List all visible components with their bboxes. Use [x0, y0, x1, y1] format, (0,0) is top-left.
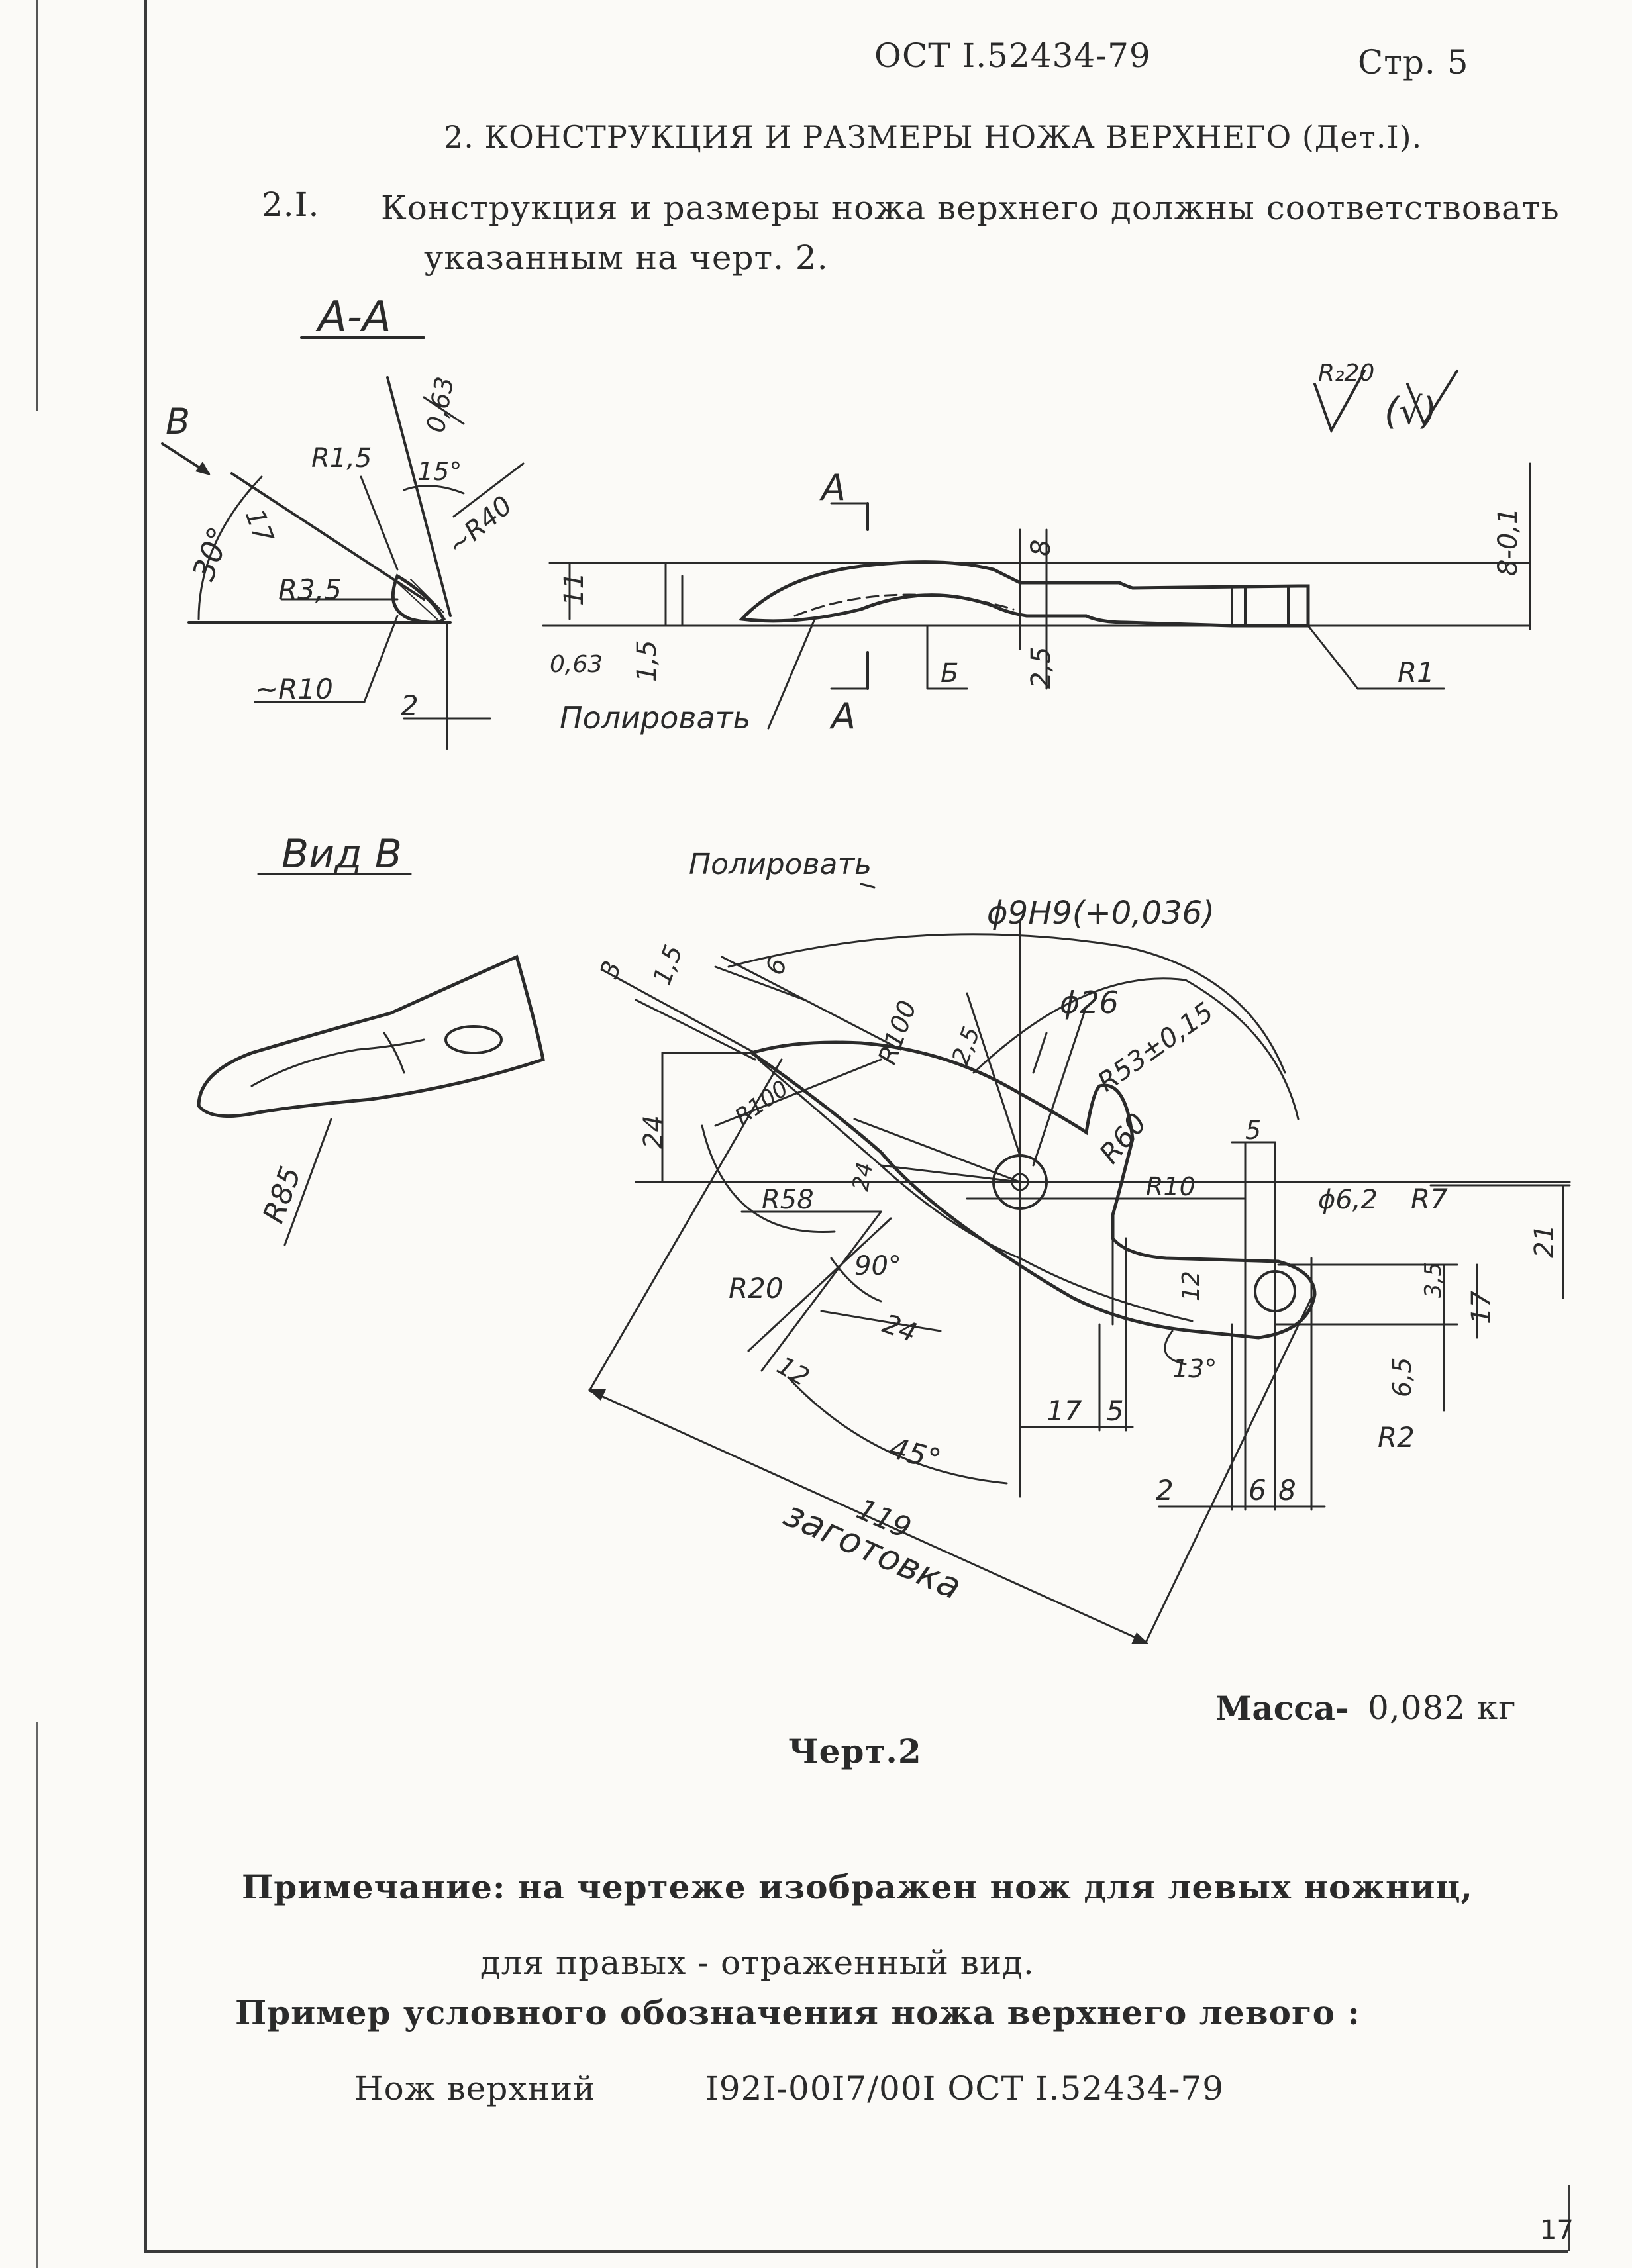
angle-arc-15 [403, 485, 465, 495]
r100-arc [727, 933, 1286, 1074]
dim-5-bottom: 5 [1106, 1395, 1124, 1427]
page-frame-right [1568, 2185, 1570, 2251]
dim-bore-9h9: ϕ9H9(+0,036) [987, 895, 1215, 932]
datum-b-label: Б [941, 658, 958, 689]
dim-17-bottom: 17 [1046, 1395, 1082, 1427]
dim-45-deg: 45° [886, 1431, 944, 1477]
dim-r60: R60 [1093, 1107, 1153, 1170]
dim-15-deg: 15° [417, 457, 462, 486]
roughness-label: R₂20 [1318, 360, 1374, 387]
page-label: Стр. 5 [1358, 43, 1469, 81]
view-b-blade-outline [197, 954, 545, 1118]
mass-value: 0,082 кг [1368, 1689, 1517, 1727]
view-b-label: Вид В [281, 831, 402, 877]
dim-8-side: 8 [1026, 540, 1056, 556]
dim-2-section: 2 [401, 689, 419, 722]
dim-r40: ~R40 [442, 490, 519, 561]
cut-a-top-label: А [819, 467, 846, 509]
dim-r7: R7 [1411, 1183, 1448, 1215]
r20-arc [701, 1124, 836, 1234]
clause-number: 2.I. [262, 185, 320, 224]
dim-r100-inner: R100 [730, 1075, 793, 1131]
section-slope-line [230, 472, 425, 601]
page-frame-bottom [144, 2250, 1568, 2253]
blade-section-shape [391, 573, 446, 624]
dim-r10-plan: R10 [1146, 1172, 1196, 1201]
designation-name: Нож верхний [354, 2069, 596, 2108]
page-frame-left [144, 0, 147, 2251]
side-view-hidden-line [793, 593, 1015, 617]
dim-24-vertical: 24 [638, 1115, 669, 1149]
plan-view-blade-outline [748, 1040, 1317, 1340]
dim-24-inner: 24 [847, 1160, 878, 1193]
dim-24-bottom: 24 [879, 1308, 921, 1349]
dim-diameter-6-2: ϕ6,2 [1318, 1185, 1378, 1215]
dim-0-63-side: 0,63 [550, 651, 603, 678]
section-edge-line [386, 376, 452, 617]
dim-r100-top: R100 [872, 997, 922, 1068]
dim-r58: R58 [762, 1185, 814, 1215]
dim-8-bottom: 8 [1278, 1474, 1296, 1506]
standard-number: ОСТ I.52434-79 [874, 36, 1151, 75]
side-view-blade-outline [738, 560, 1310, 628]
dim-8-0-1: 8-0,1 [1493, 508, 1523, 577]
section-title: 2. КОНСТРУКЦИЯ И РАЗМЕРЫ НОЖА ВЕРХНЕГО (… [444, 119, 1423, 155]
dim-1-5-plan: 1,5 [647, 941, 688, 989]
r60-arc [972, 977, 1300, 1120]
binding-mark-lower [36, 1722, 38, 2268]
dim-11-side: 11 [559, 572, 589, 606]
dim-6-plan: 6 [760, 954, 793, 979]
polish-note-2: Полировать [689, 848, 872, 881]
dim-17-right: 17 [1466, 1291, 1497, 1324]
dim-6-5: 6,5 [1388, 1357, 1417, 1397]
dim-3-5: 3,5 [1420, 1262, 1447, 1298]
dim-r2: R2 [1378, 1421, 1415, 1454]
page-number: 17 [1540, 2215, 1574, 2245]
note-line1: Примечание: на чертеже изображен нож для… [242, 1867, 1473, 1906]
dim-diameter-26: ϕ26 [1060, 985, 1119, 1020]
roughness-paren: (√) [1384, 390, 1437, 433]
polish-note-1: Полировать [560, 700, 751, 736]
dim-1-5-side: 1,5 [632, 640, 662, 682]
dim-90-deg: 90° [854, 1251, 901, 1281]
dim-r1-side: R1 [1398, 656, 1435, 689]
dim-13-deg: 13° [1172, 1354, 1217, 1383]
angle-arc-30 [197, 475, 263, 620]
cut-a-bottom-label: А [829, 695, 856, 737]
dim-17-section: 17 [239, 505, 280, 548]
drawing-caption: Черт.2 [788, 1732, 922, 1771]
dim-r85: R85 [256, 1162, 308, 1228]
example-title: Пример условного обозначения ножа верхне… [235, 1993, 1360, 2032]
binding-mark [36, 0, 38, 411]
dim-2-bottom: 2 [1156, 1474, 1174, 1506]
dim-0-63-section: 0,63 [421, 375, 460, 435]
dim-3-plan: 3 [594, 957, 627, 982]
dim-r1-5: R1,5 [311, 443, 372, 473]
dim-2-5-side: 2,5 [1026, 646, 1056, 689]
clause-text-line1: Конструкция и размеры ножа верхнего долж… [381, 189, 1560, 227]
dim-12-vertical: 12 [1178, 1271, 1205, 1301]
mass-label: Масса- [1215, 1689, 1349, 1728]
note-line2: для правых - отраженный вид. [480, 1944, 1035, 1982]
dim-119-line [588, 1389, 1147, 1644]
view-arrow-b-label: В [166, 401, 190, 442]
section-a-a-label: А-А [315, 293, 391, 342]
roughness-symbol [1313, 370, 1366, 434]
plan-cutting-edge [757, 1058, 1194, 1322]
designation-code: I92I-00I7/00I ОСТ I.52434-79 [705, 2069, 1225, 2108]
dim-r3-5: R3,5 [278, 573, 342, 606]
clause-text-line2: указанным на черт. 2. [424, 238, 829, 277]
dim-r20: R20 [729, 1272, 784, 1305]
dim-21: 21 [1529, 1224, 1560, 1258]
dim-6-bottom: 6 [1249, 1474, 1266, 1506]
dim-30-deg: 30° [185, 522, 238, 585]
dim-5-top: 5 [1245, 1116, 1261, 1145]
dim-12-bottom: 12 [772, 1351, 815, 1392]
angle-arc-45 [787, 1376, 1008, 1485]
dim-r10-section: ~R10 [255, 673, 333, 705]
view-b-hole [444, 1025, 503, 1054]
